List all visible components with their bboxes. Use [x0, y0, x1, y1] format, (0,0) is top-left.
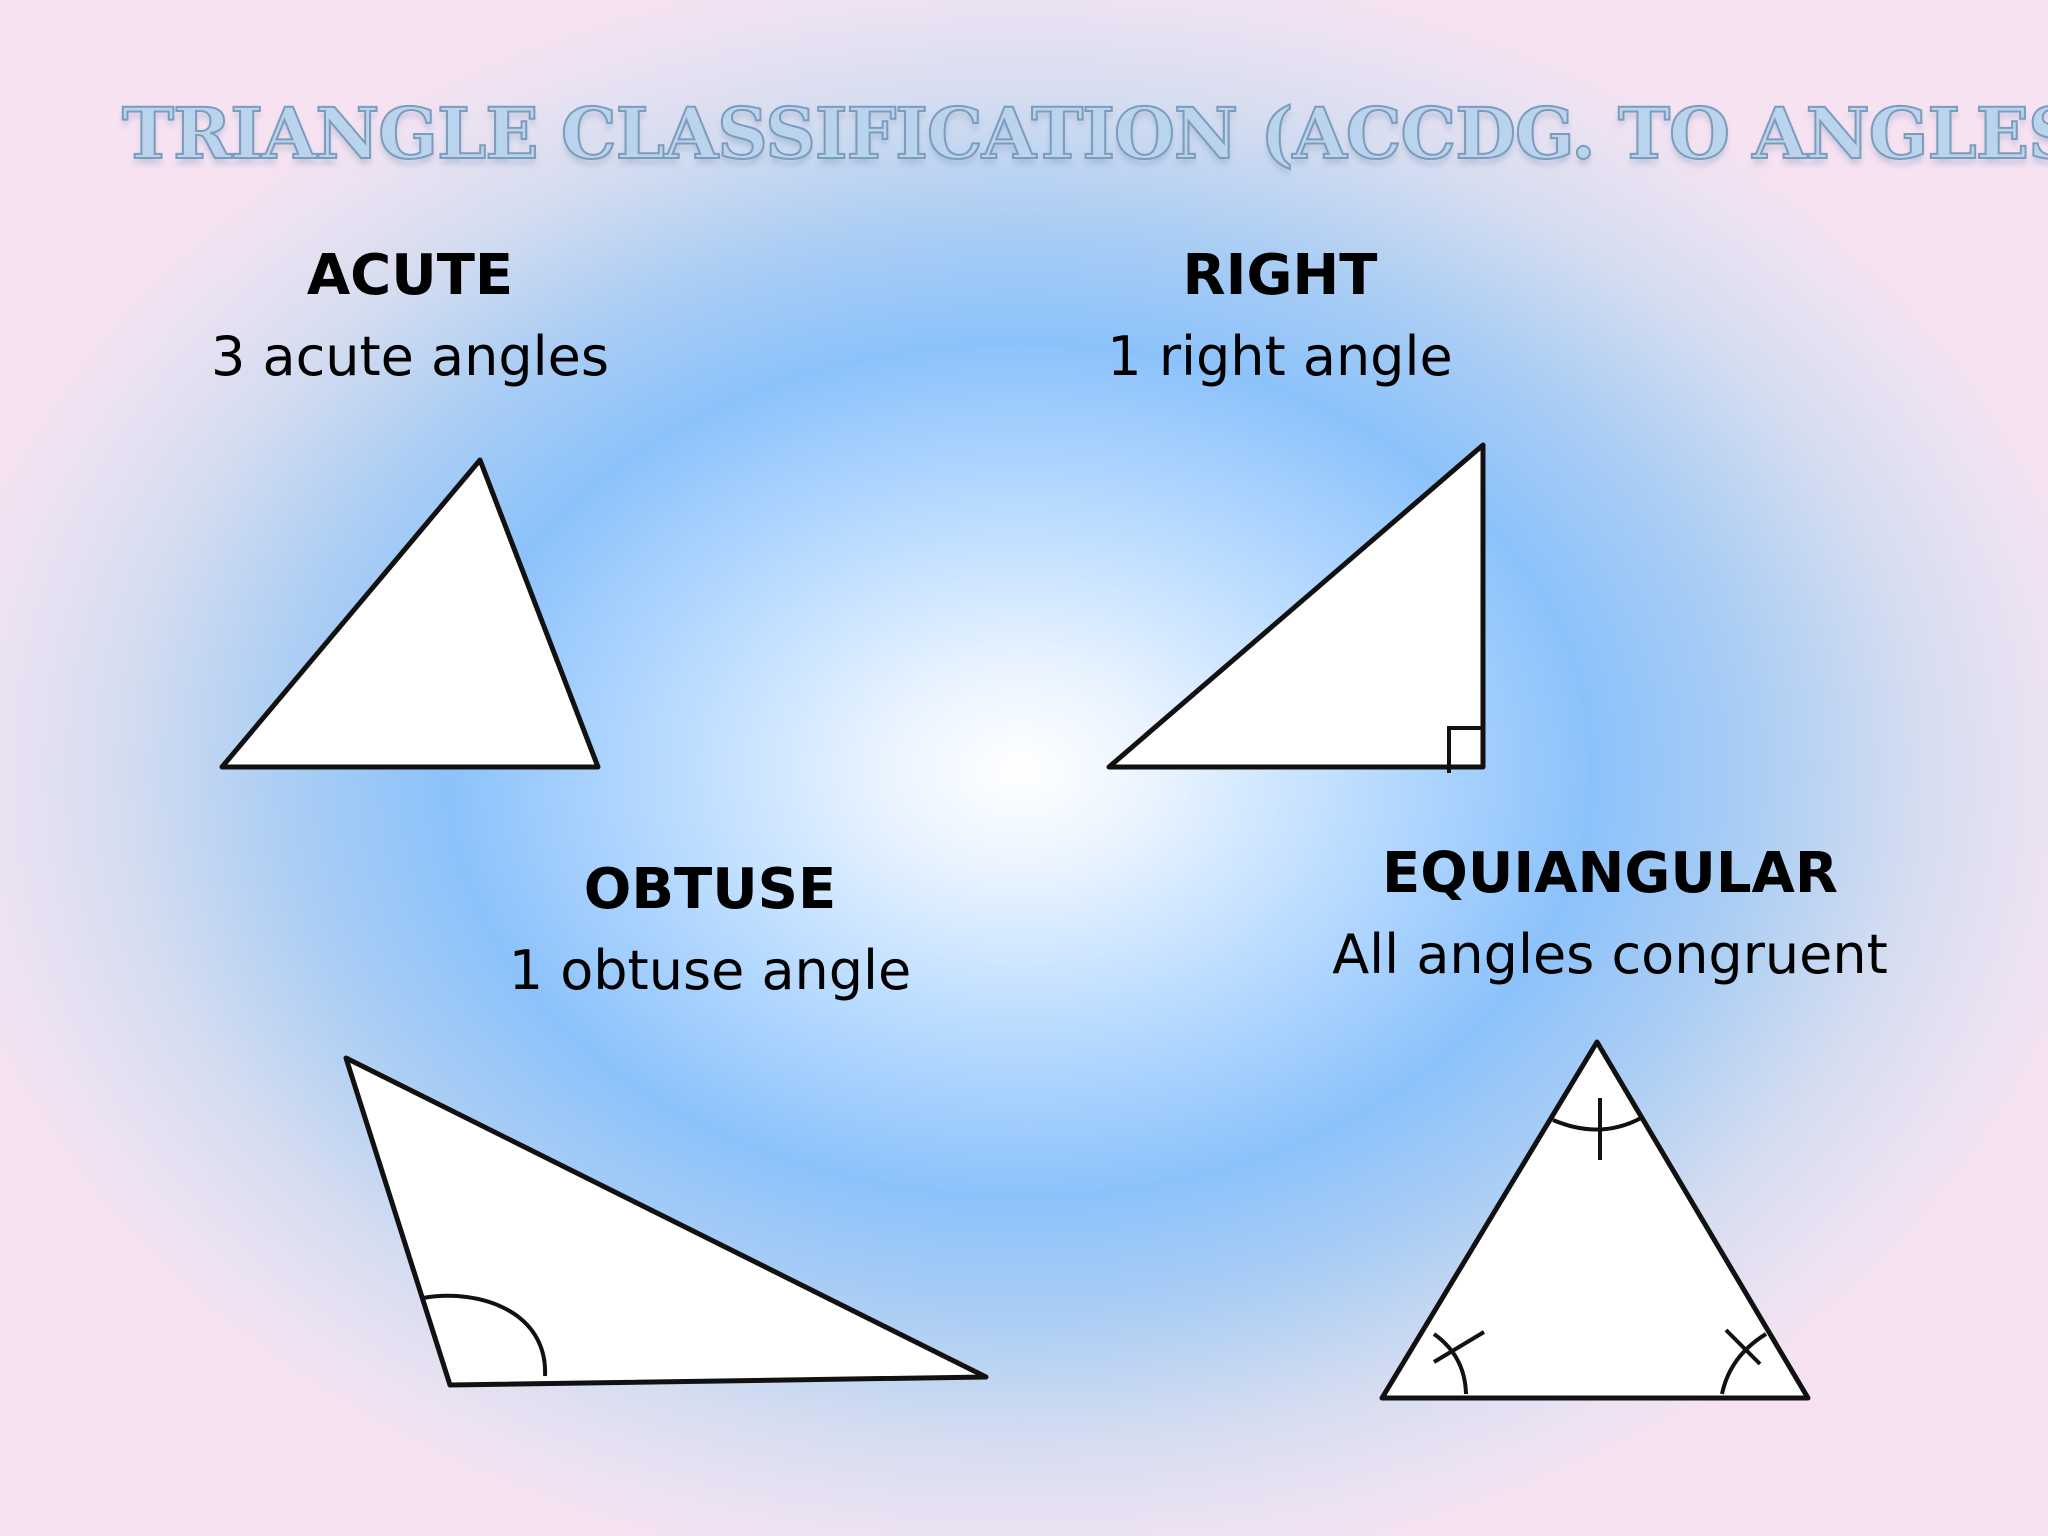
right-triangle [1106, 442, 1486, 770]
slide-title: TRIANGLE CLASSIFICATION (ACCDG. TO ANGLE… [121, 91, 2048, 176]
obtuse-name: OBTUSE [583, 857, 837, 922]
obtuse-description: 1 obtuse angle [508, 939, 912, 1002]
right-triangle-group [1106, 442, 1486, 773]
equiangular-triangle [1379, 1039, 1811, 1401]
right-angle-tick [1724, 1328, 1762, 1366]
left-angle-arc [1432, 1332, 1468, 1395]
acute-triangle [219, 457, 601, 770]
obtuse-label: OBTUSE 1 obtuse angle [480, 850, 940, 1012]
acute-label: ACUTE 3 acute angles [210, 236, 610, 398]
acute-description: 3 acute angles [210, 325, 610, 388]
right-description: 1 right angle [1107, 325, 1453, 388]
left-angle-tick [1432, 1330, 1486, 1364]
obtuse-triangle-group [343, 1055, 989, 1388]
equiangular-description: All angles congruent [1332, 923, 1888, 986]
right-name: RIGHT [1182, 243, 1378, 308]
equiangular-label: EQUIANGULAR All angles congruent [1300, 834, 1920, 996]
right-label: RIGHT 1 right angle [1080, 236, 1480, 398]
equiangular-name: EQUIANGULAR [1382, 841, 1838, 906]
obtuse-triangle [343, 1055, 989, 1388]
right-angle-marker [1447, 726, 1483, 773]
obtuse-angle-arc [422, 1293, 548, 1377]
equiangular-triangle-group [1379, 1039, 1811, 1401]
acute-name: ACUTE [306, 243, 514, 308]
right-angle-arc [1720, 1332, 1768, 1395]
